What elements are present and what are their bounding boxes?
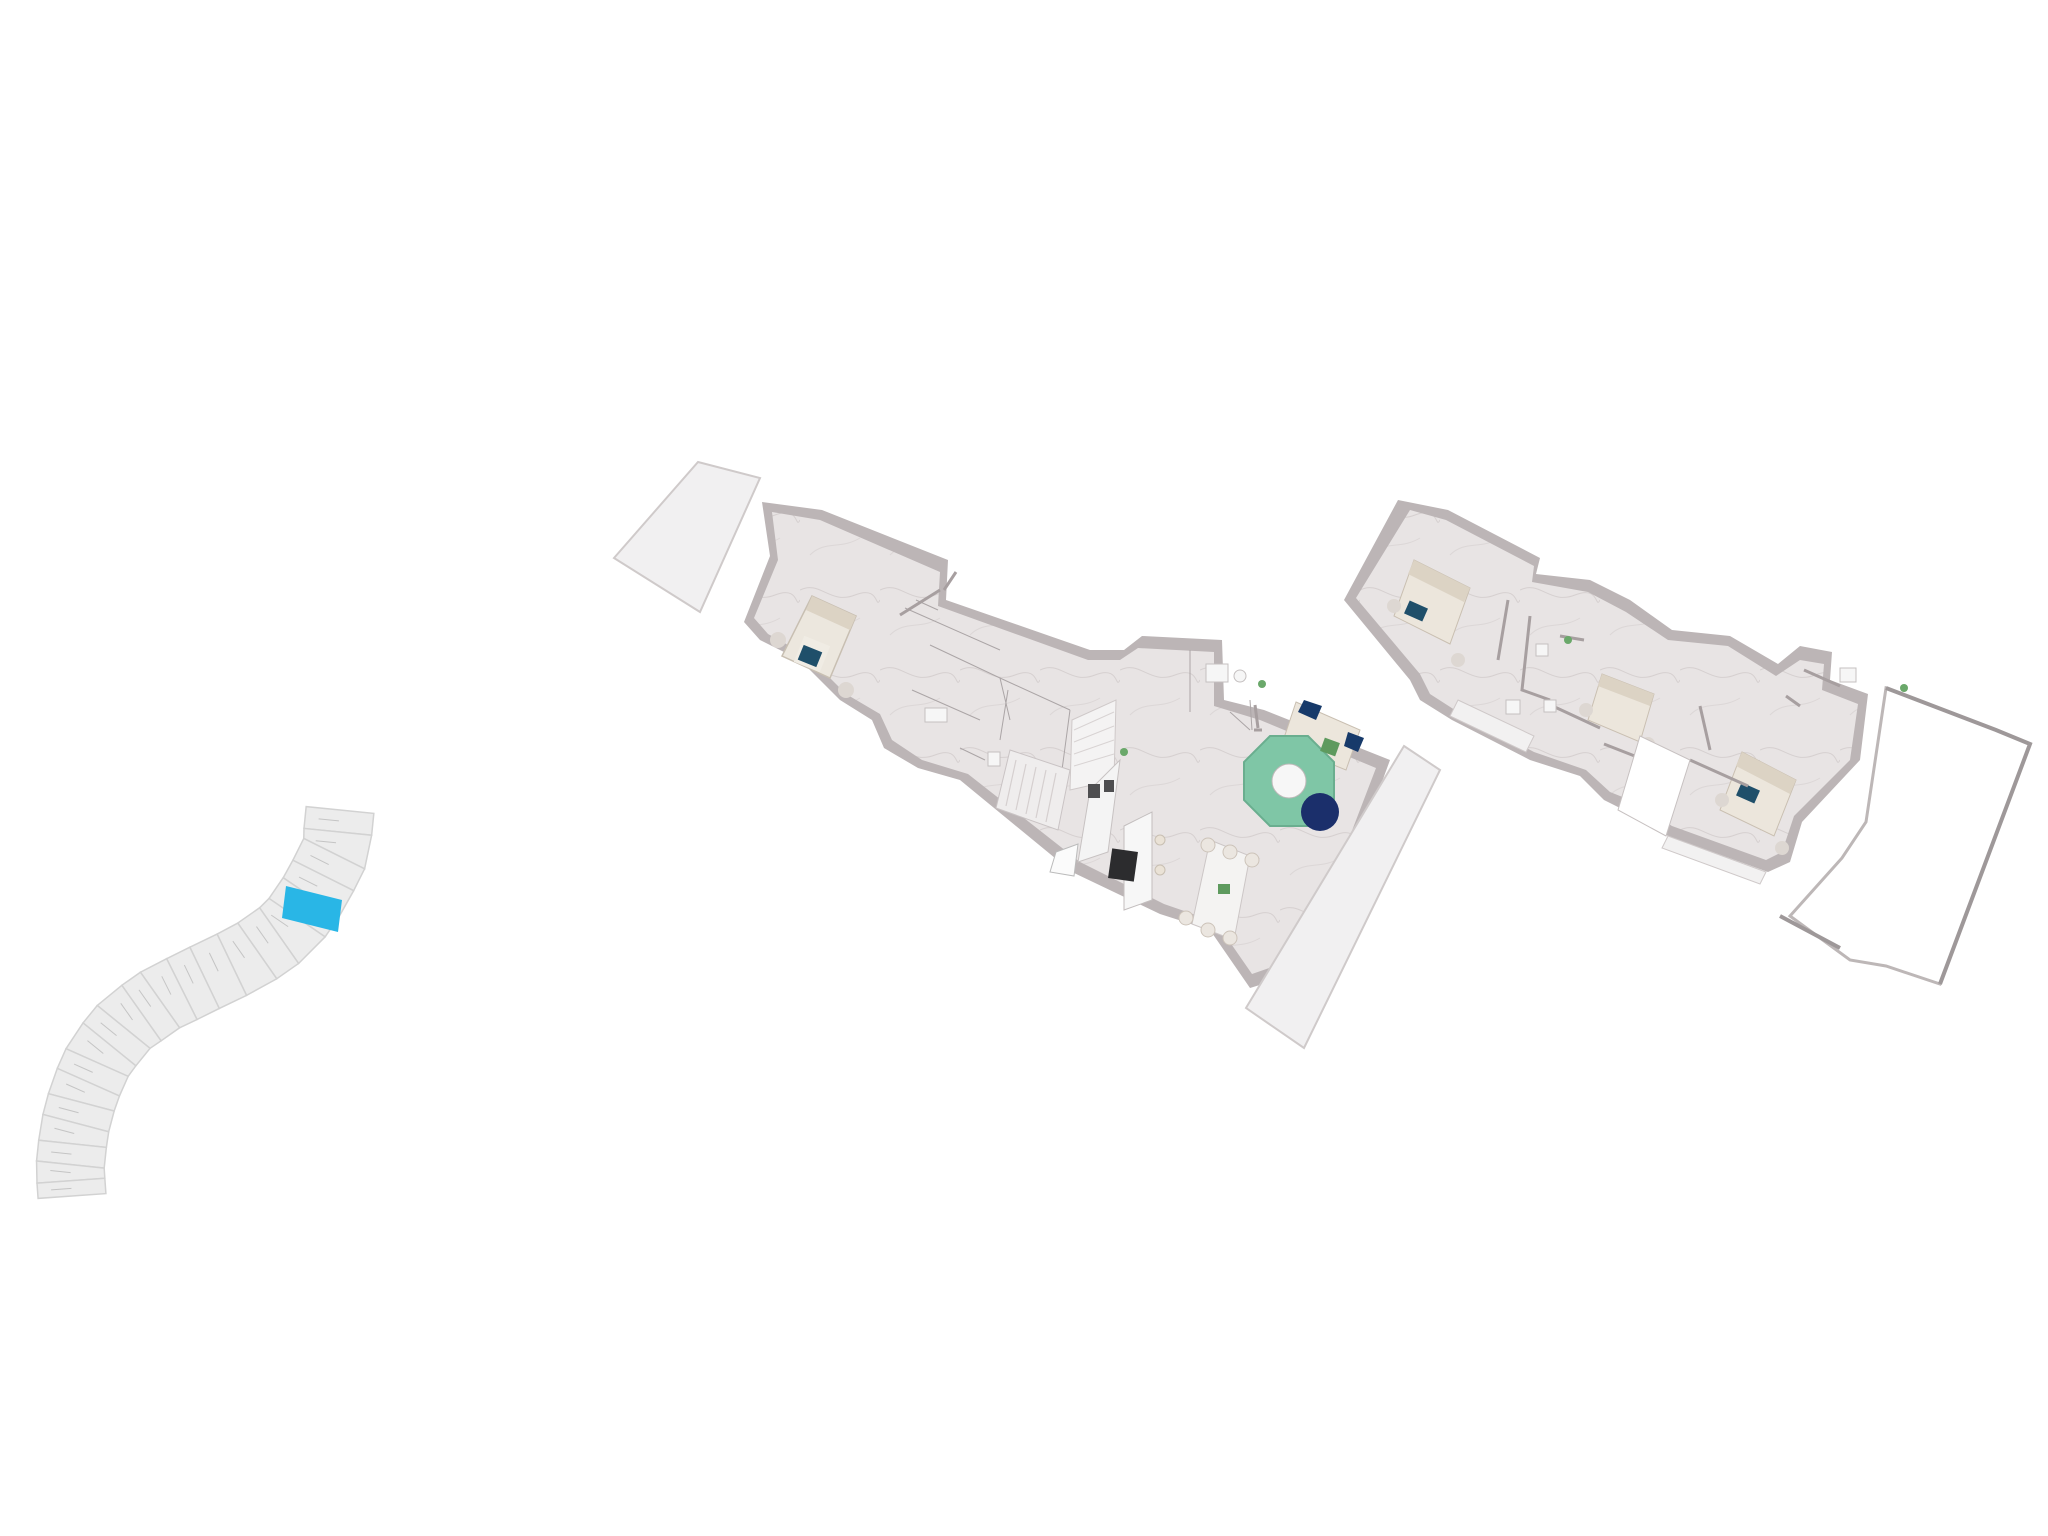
site-unit-divider [183,964,194,984]
lounge-chair [1301,793,1339,831]
site-unit-divider [208,952,219,972]
cooktop [1108,848,1138,882]
stair [995,699,1117,831]
site-unit-divider [310,854,329,865]
upper-balcony-left [1449,699,1535,753]
site-unit-divider [120,1003,133,1021]
bathroom-fixtures [924,663,1266,767]
site-unit-divider [51,1151,72,1155]
bedroom-lower [770,595,857,698]
upper-level-interior-walls [1496,599,1841,788]
terrace-right [1244,744,1442,1050]
living-sofa [1281,701,1361,771]
site-unit-divider [51,1187,72,1191]
site-unit-divider [87,1040,104,1054]
site-unit-divider [58,1107,79,1114]
terrace-left [612,460,762,614]
site-unit-divider [138,989,152,1007]
upper-terrace-edge [1779,686,2033,985]
site-unit-divider [270,914,289,928]
upper-balcony-bottom [1661,835,1767,885]
site-unit-divider [161,976,172,995]
upper-void [1617,735,1691,837]
lower-level-wall-lines [899,571,1262,732]
site-unit-divider [54,1127,75,1134]
dining-area [1178,837,1260,946]
site-unit-divider [256,926,269,944]
site-unit-divider [100,1022,117,1037]
kitchen [1049,758,1166,911]
site-unit-divider [315,840,337,844]
lower-level-plan [612,460,1442,1050]
bedroom-upper-3 [1715,751,1797,855]
site-unit-divider [232,940,245,959]
site-unit-divider [73,1063,93,1073]
site-key-plan [35,805,375,1200]
site-unit-divider [65,1083,86,1093]
bed-cushion [797,644,823,668]
highlighted-unit-marker [282,886,342,932]
coffee-table [1271,763,1307,799]
site-unit-divider [318,818,339,822]
site-key-blocks [35,805,375,1200]
bedroom-upper-1 [1387,559,1471,667]
accent-chair [1298,700,1322,720]
upper-level-plan [1344,500,2033,986]
site-unit-divider [298,876,318,887]
living-area [1243,700,1364,831]
site-unit-divider [50,1170,71,1174]
